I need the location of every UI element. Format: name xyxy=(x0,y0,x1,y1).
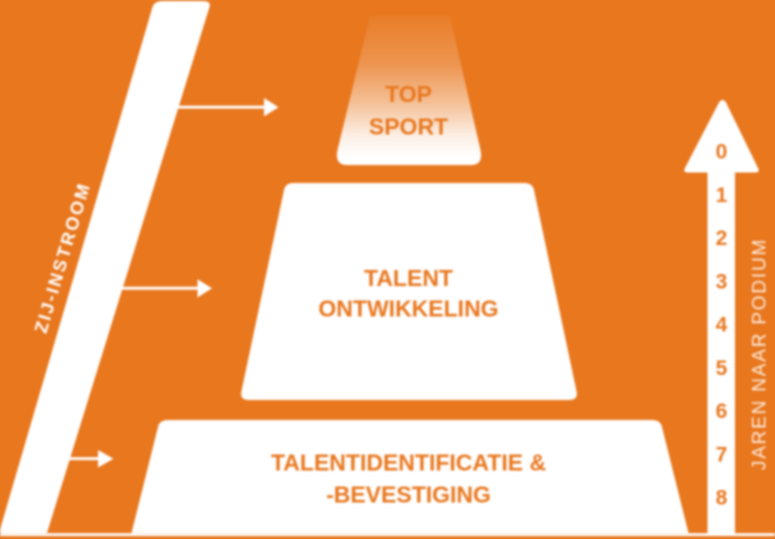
svg-text:SPORT: SPORT xyxy=(369,114,448,140)
svg-text:7: 7 xyxy=(716,443,728,466)
svg-text:8: 8 xyxy=(716,487,728,510)
svg-text:TALENT: TALENT xyxy=(364,265,453,291)
svg-text:4: 4 xyxy=(716,314,728,337)
svg-text:-BEVESTIGING: -BEVESTIGING xyxy=(326,482,491,508)
svg-text:3: 3 xyxy=(716,270,728,293)
svg-text:1: 1 xyxy=(716,184,728,207)
svg-text:JAREN NAAR PODIUM: JAREN NAAR PODIUM xyxy=(750,238,771,470)
svg-text:2: 2 xyxy=(716,227,728,250)
svg-text:TOP: TOP xyxy=(385,81,432,107)
svg-text:6: 6 xyxy=(716,400,728,423)
svg-text:ONTWIKKELING: ONTWIKKELING xyxy=(318,296,498,322)
svg-text:0: 0 xyxy=(716,141,728,164)
svg-text:5: 5 xyxy=(716,357,728,380)
svg-text:TALENTIDENTIFICATIE &: TALENTIDENTIFICATIE & xyxy=(271,450,546,476)
